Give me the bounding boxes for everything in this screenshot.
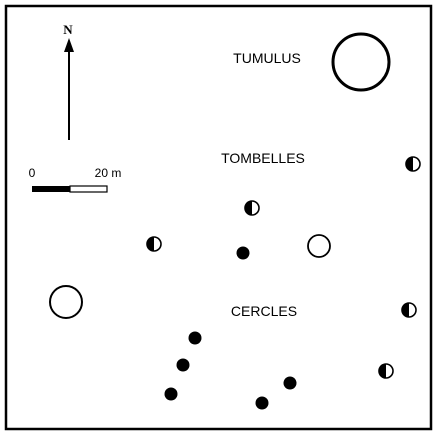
scale-segment-empty xyxy=(69,185,108,193)
filled-marker xyxy=(164,387,178,401)
open-circle-marker xyxy=(49,285,83,319)
north-arrow: N xyxy=(63,22,74,140)
scale-start-label: 0 xyxy=(29,166,36,180)
scale-bar: 0 20 m xyxy=(29,166,122,193)
half-filled-marker xyxy=(405,156,421,172)
label-tombelles: TOMBELLES xyxy=(221,150,305,166)
north-arrow-head-icon xyxy=(64,38,74,52)
scale-end-label: 20 m xyxy=(95,166,122,180)
label-cercles: CERCLES xyxy=(231,303,297,319)
tumulus-marker xyxy=(331,32,391,92)
half-filled-marker xyxy=(401,302,417,318)
filled-marker xyxy=(236,246,250,260)
half-filled-marker xyxy=(378,363,394,379)
map-frame xyxy=(4,4,433,431)
north-label: N xyxy=(63,22,73,37)
filled-marker xyxy=(188,331,202,345)
filled-marker xyxy=(283,376,297,390)
open-circle-marker xyxy=(307,234,331,258)
half-filled-marker xyxy=(244,200,260,216)
half-filled-marker xyxy=(146,236,162,252)
filled-marker xyxy=(255,396,269,410)
filled-marker xyxy=(176,358,190,372)
scale-segment-filled xyxy=(32,186,70,192)
label-tumulus: TUMULUS xyxy=(233,50,301,66)
